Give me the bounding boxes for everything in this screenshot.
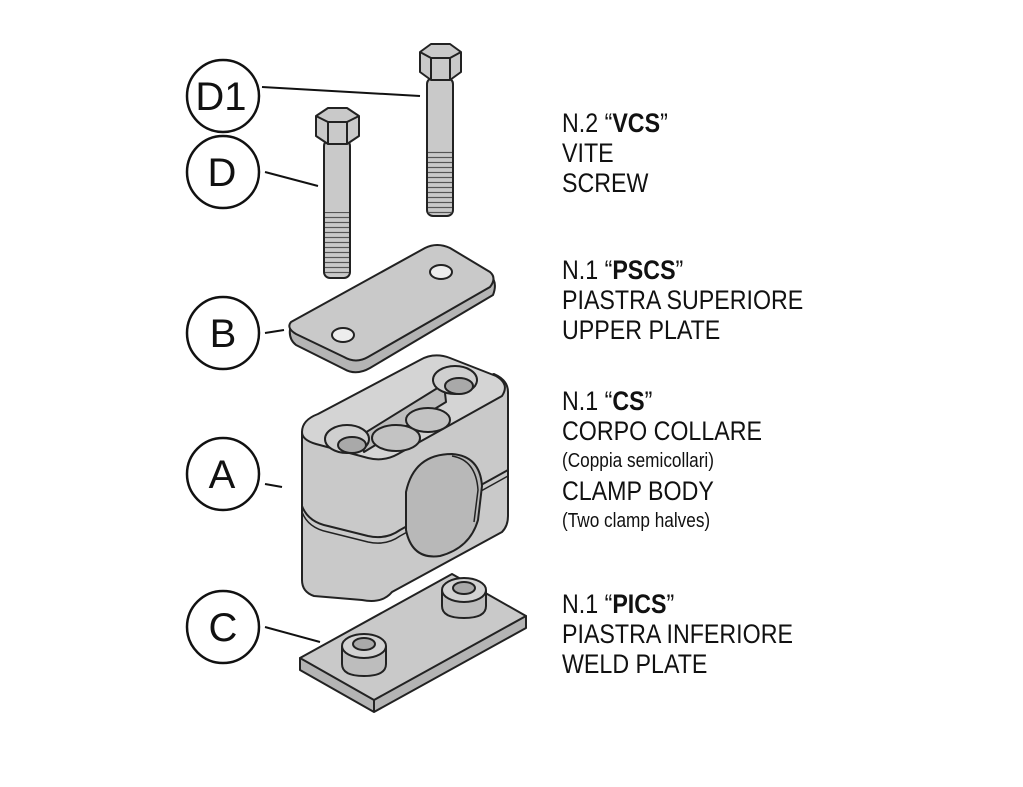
legend-cs-line2: CLAMP BODY	[562, 476, 714, 506]
clamp-body	[301, 354, 509, 602]
leader-lines	[261, 86, 421, 643]
callout-d-text: D	[208, 151, 237, 195]
legend-cs-title: N.1 “CS”	[562, 386, 653, 416]
legend-vcs-line2: SCREW	[562, 168, 649, 198]
legend-vcs-title: N.2 “VCS”	[562, 108, 668, 138]
legend-pscs: N.1 “PSCS” PIASTRA SUPERIORE UPPER PLATE	[562, 255, 843, 345]
legend-cs-line1: CORPO COLLARE	[562, 416, 763, 446]
legend-pscs-line2: UPPER PLATE	[562, 315, 721, 345]
callout-d1: D1	[185, 58, 261, 134]
legend-cs-note2: (Two clamp halves)	[562, 510, 711, 532]
legend-pics-title: N.1 “PICS”	[562, 589, 675, 619]
callout-c: C	[185, 589, 261, 665]
leader-a	[264, 483, 283, 488]
legend-pscs-line1: PIASTRA SUPERIORE	[562, 285, 804, 315]
legend-pscs-code: PSCS	[612, 255, 676, 285]
callout-d: D	[185, 134, 261, 210]
legend-vcs-line1: VITE	[562, 138, 614, 168]
screw-d	[315, 107, 360, 279]
leader-c	[264, 626, 321, 643]
callout-a: A	[185, 436, 261, 512]
upper-plate	[288, 244, 496, 374]
leader-b	[264, 329, 285, 334]
callout-b-text: B	[210, 312, 237, 356]
callout-b: B	[185, 295, 261, 371]
legend-vcs: N.2 “VCS” VITE SCREW	[562, 108, 685, 198]
callout-d1-text: D1	[195, 75, 246, 119]
leader-d	[264, 171, 319, 187]
legend-cs-note1: (Coppia semicollari)	[562, 450, 714, 472]
legend-cs-code: CS	[612, 386, 645, 416]
legend-pics-code: PICS	[612, 589, 667, 619]
callout-c-text: C	[209, 606, 238, 650]
legend-vcs-code: VCS	[612, 108, 661, 138]
legend-cs: N.1 “CS” CORPO COLLARE (Coppia semicolla…	[562, 386, 795, 536]
weld-plate	[299, 573, 527, 713]
screw-d1	[419, 43, 462, 217]
legend-pscs-title: N.1 “PSCS”	[562, 255, 684, 285]
legend-pics-line1: PIASTRA INFERIORE	[562, 619, 793, 649]
callout-a-text: A	[209, 453, 236, 497]
leader-d1	[261, 86, 421, 97]
legend-pics-line2: WELD PLATE	[562, 649, 708, 679]
legend-pics: N.1 “PICS” PIASTRA INFERIORE WELD PLATE	[562, 589, 831, 679]
